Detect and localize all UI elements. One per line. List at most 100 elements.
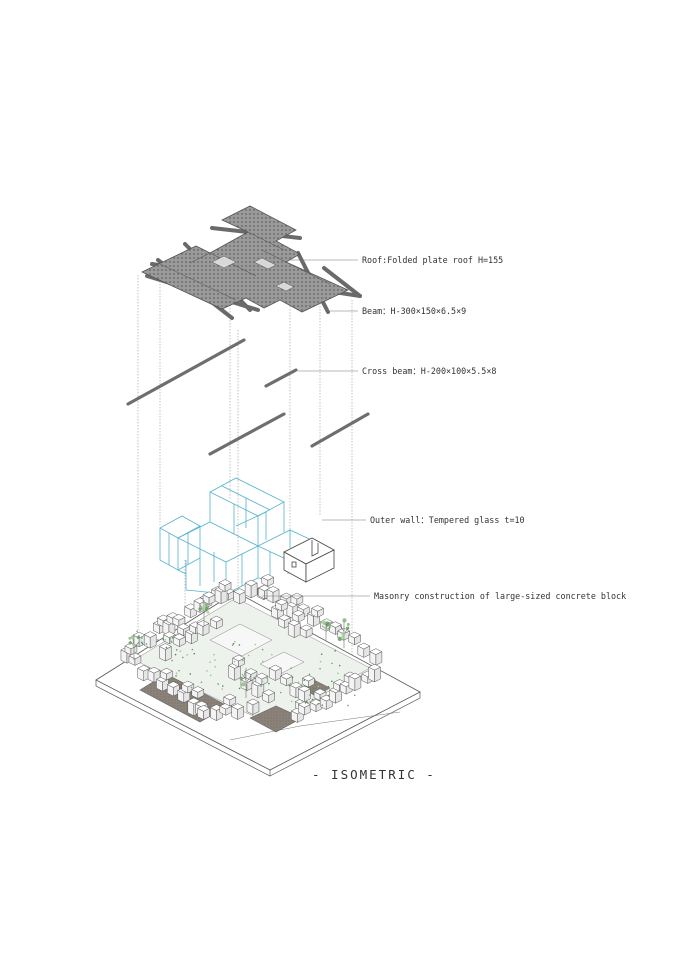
groundcover: [193, 652, 196, 655]
groundcover: [217, 683, 220, 686]
concrete-block: [166, 670, 173, 681]
concrete-block: [203, 707, 210, 720]
drawing-caption: - ISOMETRIC -: [312, 767, 436, 782]
groundcover: [270, 653, 273, 656]
concrete-block: [354, 675, 362, 692]
groundcover: [330, 690, 333, 692]
foliage: [346, 626, 350, 630]
groundcover: [261, 660, 264, 663]
groundcover: [171, 659, 173, 662]
groundcover: [175, 675, 177, 677]
groundcover: [247, 654, 250, 657]
beam-label: Beam：H-300×150×6.5×9: [362, 306, 466, 316]
utility-box: [283, 537, 335, 583]
concrete-block: [208, 594, 216, 605]
foliage: [239, 676, 244, 681]
concrete-block: [224, 582, 232, 592]
concrete-block: [305, 627, 313, 639]
concrete-block: [297, 612, 305, 623]
foliage: [128, 637, 132, 640]
groundcover: [288, 684, 291, 687]
groundcover: [231, 644, 234, 646]
groundcover: [181, 656, 184, 659]
concrete-block: [229, 696, 237, 707]
concrete-block: [317, 607, 324, 618]
groundcover: [175, 672, 178, 675]
groundcover: [209, 661, 211, 663]
groundcover: [303, 679, 305, 681]
foliage: [136, 635, 141, 640]
groundcover: [162, 638, 165, 641]
groundcover: [174, 653, 177, 656]
concrete-block: [281, 601, 288, 612]
groundcover: [144, 648, 146, 650]
concrete-block: [216, 618, 223, 630]
groundcover: [209, 674, 212, 677]
groundcover: [327, 694, 330, 697]
masonry-label: Masonry construction of large-sized conc…: [374, 591, 626, 601]
groundcover: [337, 672, 339, 675]
groundcover: [138, 635, 140, 637]
foliage: [346, 622, 350, 627]
groundcover: [200, 681, 203, 684]
concrete-block: [202, 623, 210, 637]
groundcover: [238, 687, 241, 690]
foliage: [204, 602, 209, 607]
groundcover: [331, 662, 333, 665]
groundcover: [221, 685, 224, 687]
foliage: [201, 606, 206, 611]
concrete-block: [237, 706, 244, 720]
groundcover: [136, 630, 138, 633]
groundcover: [311, 698, 314, 701]
groundcover: [206, 670, 208, 672]
groundcover: [141, 642, 144, 645]
groundcover: [242, 659, 244, 661]
groundcover: [321, 704, 324, 707]
foliage: [342, 618, 347, 623]
foliage: [132, 643, 136, 647]
groundcover: [175, 649, 178, 651]
groundcover: [253, 677, 256, 679]
foliage: [243, 681, 248, 685]
groundcover: [327, 685, 330, 688]
groundcover: [140, 641, 143, 644]
groundcover: [170, 640, 172, 643]
concrete-block: [252, 701, 260, 715]
groundcover: [165, 646, 168, 649]
foliage: [198, 607, 202, 611]
groundcover: [157, 639, 159, 641]
groundcover: [280, 691, 282, 694]
foliage: [340, 635, 345, 640]
groundcover: [353, 694, 356, 697]
groundcover: [141, 637, 143, 639]
concrete-block: [308, 677, 315, 688]
groundcover: [320, 653, 323, 655]
groundcover: [291, 676, 294, 679]
foliage: [206, 610, 210, 614]
groundcover: [214, 666, 217, 668]
groundcover: [232, 642, 235, 645]
groundcover: [214, 659, 216, 661]
groundcover: [171, 641, 174, 644]
groundcover: [319, 660, 322, 663]
groundcover: [283, 676, 285, 679]
roof-plate: [141, 205, 349, 313]
foliage: [325, 627, 329, 632]
vegetation: [128, 600, 356, 707]
groundcover: [314, 679, 316, 681]
groundcover: [191, 648, 194, 651]
foliage: [204, 606, 208, 610]
groundcover: [234, 640, 236, 643]
groundcover: [317, 702, 320, 705]
groundcover: [308, 673, 311, 676]
groundcover: [189, 673, 192, 675]
foliage: [241, 681, 245, 685]
groundcover: [169, 677, 171, 680]
groundcover: [290, 700, 293, 703]
groundcover: [313, 687, 315, 690]
concrete-block: [304, 704, 311, 716]
groundcover: [268, 682, 270, 685]
concrete-block: [354, 634, 361, 646]
outer-wall-label: Outer wall：Tempered glass t=10: [370, 515, 525, 525]
